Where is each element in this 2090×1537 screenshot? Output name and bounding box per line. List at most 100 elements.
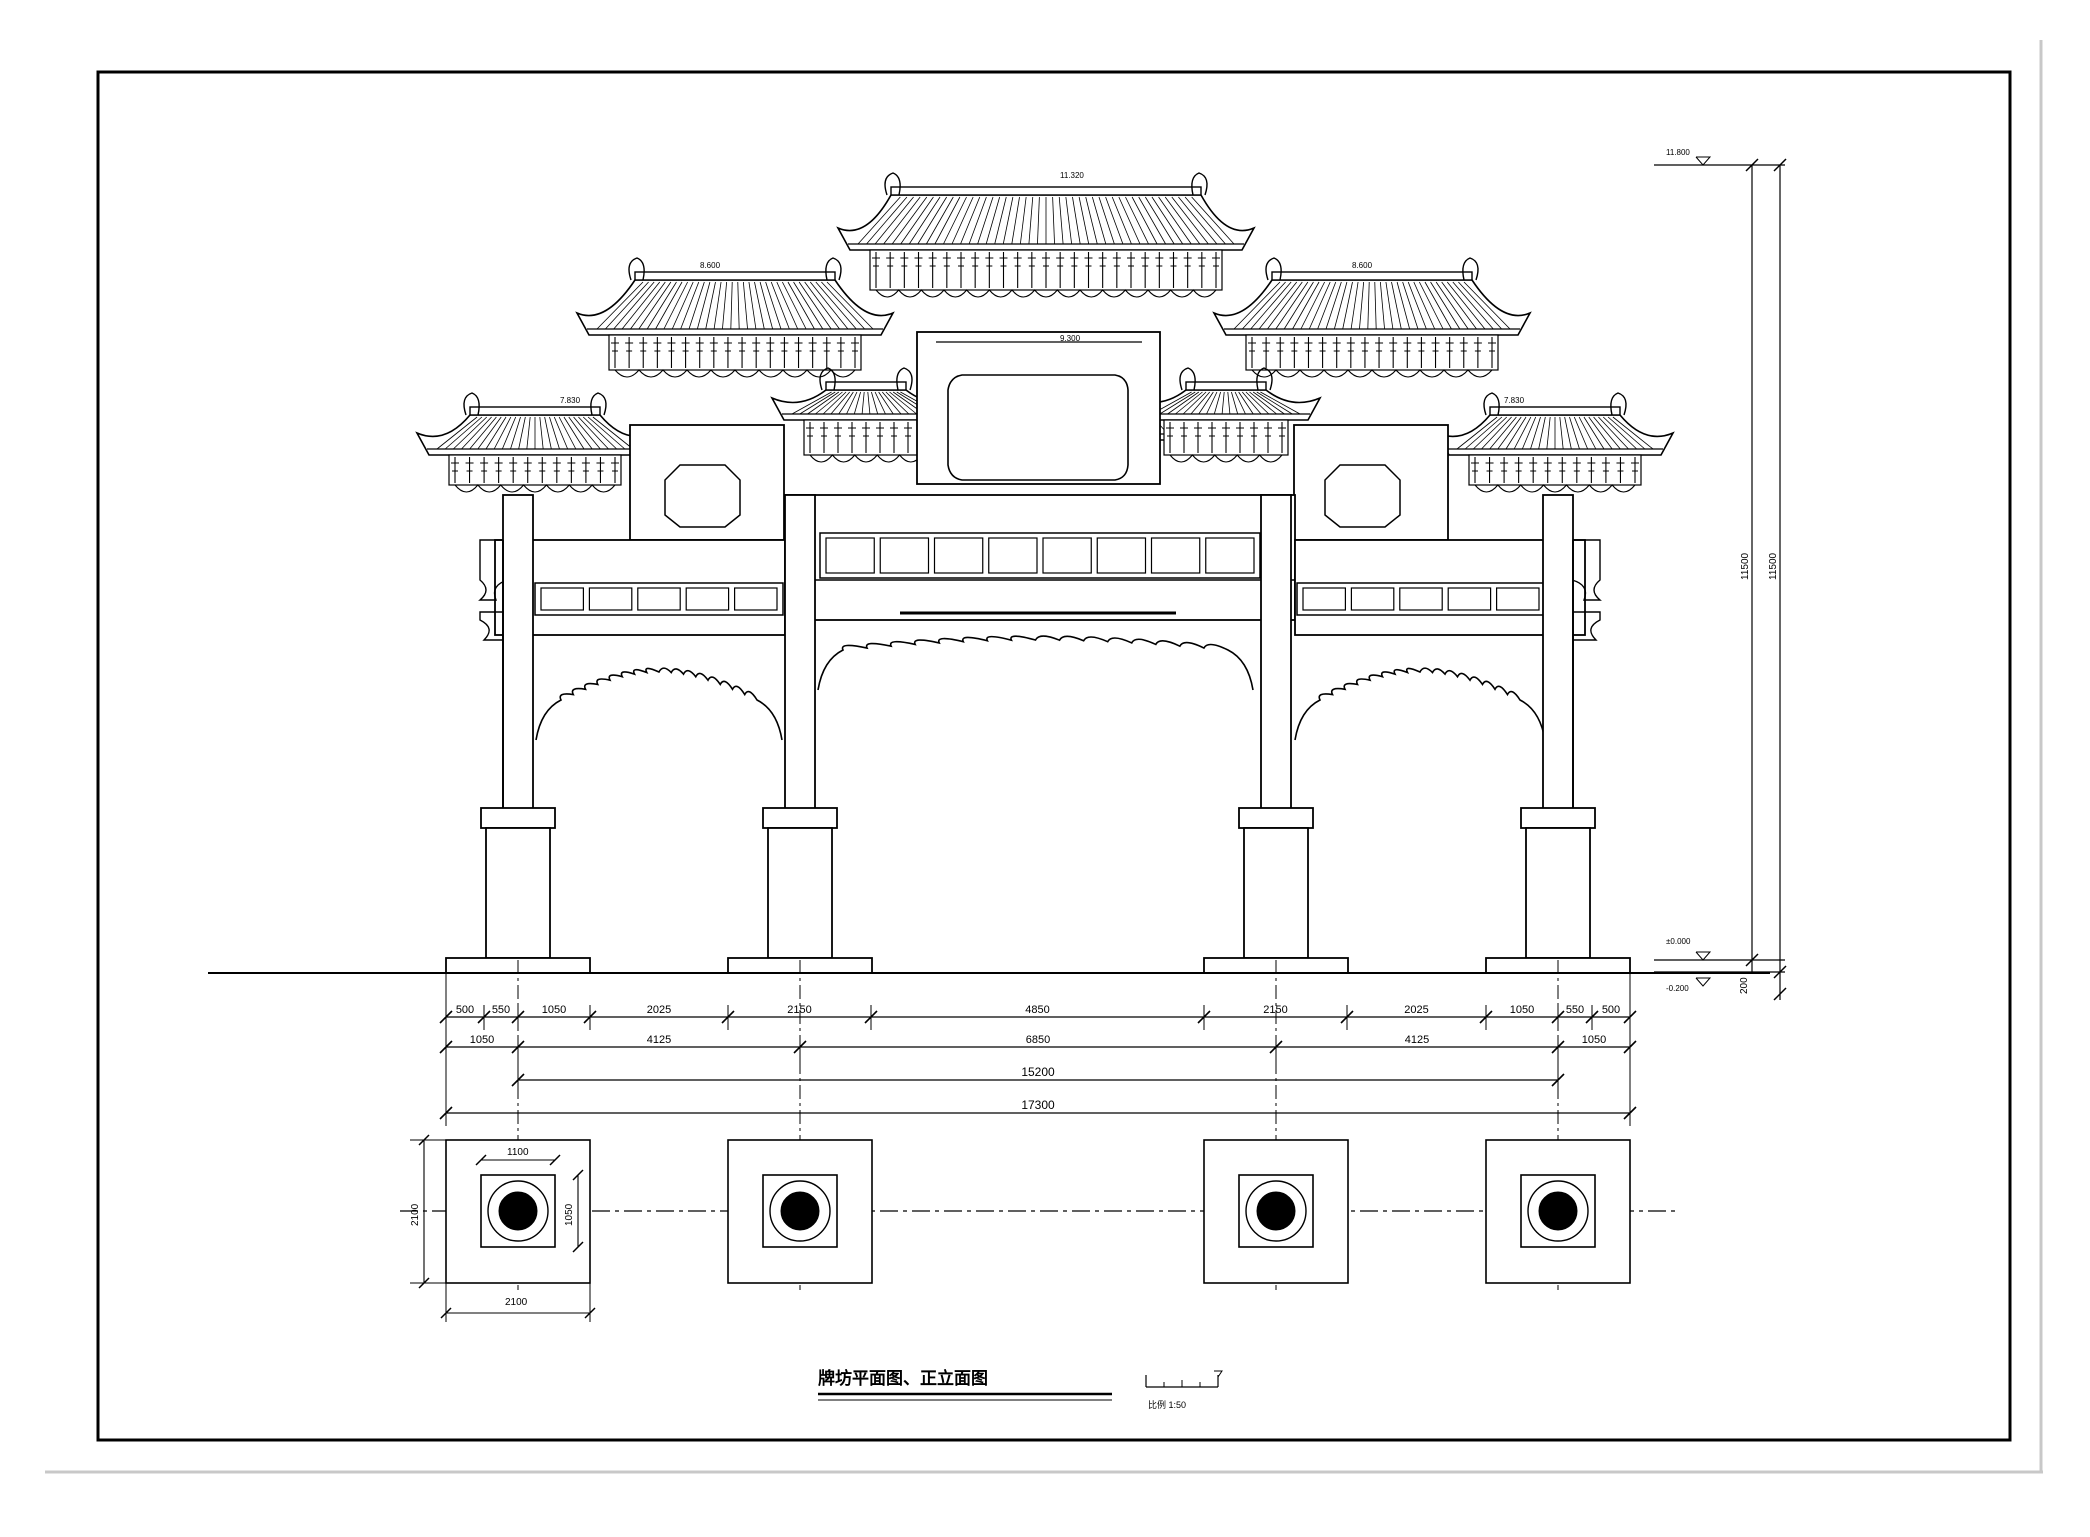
mid-roof-right-tile (1159, 391, 1196, 415)
side-roof-left-tile (621, 281, 661, 330)
outer-roof-left-tile (453, 416, 488, 450)
mid-roof-right-tile (1206, 391, 1218, 415)
mid-roof-right-tile (1227, 391, 1231, 415)
column-3-capital (1238, 807, 1314, 829)
side-roof-right-tile (1413, 281, 1436, 330)
mid-roof-right-tile (1252, 391, 1285, 415)
outer-roof-right-tile (1573, 416, 1589, 450)
right-frieze-panel (1350, 587, 1395, 611)
outer-roof-right (1435, 392, 1675, 493)
outer-roof-left-tile (485, 416, 507, 450)
side-roof-right-tile (1308, 281, 1331, 330)
side-roof-right-tile (1300, 281, 1325, 330)
dim-row1-text: 500 (1602, 1004, 1620, 1016)
plan-column-ring (1245, 1180, 1307, 1242)
side-roof-right-tile (1435, 281, 1469, 330)
center-roof-tile (1098, 196, 1115, 245)
side-roof-left-ridge (634, 271, 836, 281)
side-roof-left-tile (705, 281, 716, 330)
mid-roof-left-tile (807, 391, 840, 415)
side-roof-right-drapery (1251, 369, 1493, 378)
dim-tick (583, 1010, 597, 1024)
center-frieze-panel (1096, 537, 1147, 574)
center-roof-beast-left (884, 172, 901, 196)
mid-roof-left-tile (853, 391, 861, 415)
dim-row2-text: 1050 (1582, 1034, 1606, 1046)
outer-roof-right-tile (1559, 416, 1564, 450)
dim-row1-text: 2025 (1404, 1004, 1428, 1016)
side-roof-right-tile (1446, 281, 1486, 330)
plan-dim-inner-width: 1100 (507, 1147, 529, 1158)
outer-roof-right-tile (1530, 416, 1541, 450)
mid-roof-right-tile (1213, 391, 1221, 415)
side-roof-right-beast-left (1265, 257, 1282, 281)
mid-roof-right-tile (1175, 391, 1203, 415)
mid-roof-right-brackets (1163, 419, 1289, 463)
center-roof-tile (1118, 196, 1141, 245)
side-roof-left-tile (742, 281, 748, 330)
mid-roof-right-tile (1167, 391, 1200, 415)
side-roof-right-tile (1333, 281, 1348, 330)
outer-roof-right-bracket-band (1468, 454, 1642, 486)
center-roof-tile (1052, 196, 1055, 245)
column-1-shaft (502, 494, 534, 811)
side-roof-right-tile (1441, 281, 1477, 330)
plan-column-ring (487, 1180, 549, 1242)
column-2-shaft (784, 494, 816, 811)
center-roof-tile (1184, 196, 1226, 245)
side-roof-right-tile (1292, 281, 1320, 330)
side-roof-right-tile (1391, 281, 1402, 330)
front-elevation (415, 172, 1675, 974)
mid-roof-left-ridge (825, 381, 907, 391)
right-frieze-panel (1302, 587, 1347, 611)
left-frieze-panel (685, 587, 730, 611)
elevation-center-roof-label: 11.320 (1060, 171, 1084, 180)
side-roof-right-tile (1325, 281, 1342, 330)
side-roof-right-tile (1242, 281, 1286, 330)
mid-roof-right-tile (1231, 391, 1239, 415)
outer-roof-left-tile (436, 416, 478, 450)
outer-roof-left-tile (493, 416, 512, 450)
plan-column-ring (1527, 1180, 1589, 1242)
center-frieze-panel (1205, 537, 1255, 574)
plan-column-core (498, 1191, 538, 1231)
side-roof-left-tile (759, 281, 774, 330)
mid-roof-right-beast-left (1179, 367, 1196, 391)
mid-roof-right-drapery (1169, 454, 1283, 463)
outer-roof-left-beast-left (463, 392, 480, 416)
outer-roof-left-tile (549, 416, 560, 450)
elevation-outer-roof-left-label: 7.830 (560, 396, 581, 405)
side-roof-left-tile (826, 281, 874, 330)
mid-roof-right-tile (1245, 391, 1270, 415)
center-roof-tile (1164, 196, 1201, 245)
mid-roof-right-tile (1238, 391, 1254, 415)
center-roof-tile (1138, 196, 1166, 245)
mid-roof-right-tile (1260, 391, 1301, 415)
side-roof-left-tile (821, 281, 865, 330)
outer-roof-left-tile (568, 416, 593, 450)
side-roof-left-tile (596, 281, 644, 330)
center-roof-tile (1072, 196, 1081, 245)
outer-roof-right-ridge (1489, 406, 1621, 416)
outer-roof-left-tile (573, 416, 601, 450)
mid-roof-right-body (1130, 389, 1322, 421)
plan-dim-tick (572, 1169, 584, 1181)
dim-tick (721, 1010, 735, 1024)
side-roof-left-tile (680, 281, 700, 330)
center-roof-ridge (890, 186, 1202, 196)
column-2-capital (762, 807, 838, 829)
column-4 (1485, 494, 1631, 974)
center-roof-tile (943, 196, 967, 245)
outer-roof-right-tile (1481, 416, 1512, 450)
dim-row2-text: 4125 (1405, 1034, 1429, 1046)
center-frieze-panel (988, 537, 1038, 574)
side-roof-right-tile (1350, 281, 1359, 330)
outer-roof-right-tile (1598, 416, 1629, 450)
dim-tick (1479, 1010, 1493, 1024)
center-roof-tile (874, 196, 914, 245)
dim-row2-text: 6850 (1026, 1034, 1050, 1046)
right-frieze-panel (1495, 587, 1540, 611)
right-frieze-panel (1399, 587, 1443, 611)
dim-row2-text: 1050 (470, 1034, 494, 1046)
plan-dim-inner-height: 1050 (564, 1203, 575, 1226)
